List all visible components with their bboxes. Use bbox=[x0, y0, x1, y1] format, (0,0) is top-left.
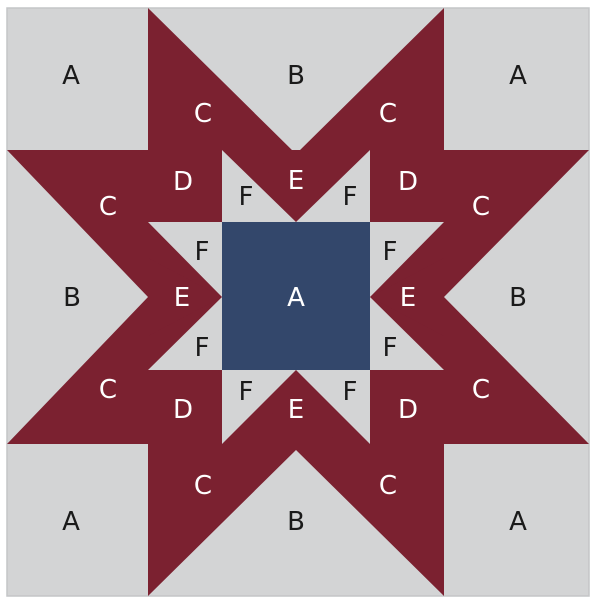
label-d-top-right: D bbox=[398, 167, 418, 197]
label-e-right: E bbox=[400, 283, 416, 313]
label-f-right-lower: F bbox=[383, 333, 398, 363]
label-d-bottom-left: D bbox=[173, 395, 193, 425]
label-c-top-left: C bbox=[194, 99, 212, 129]
label-a-bottom-right: A bbox=[509, 507, 527, 537]
label-c-right-upper: C bbox=[472, 192, 490, 222]
label-b-bottom: B bbox=[287, 507, 305, 537]
label-d-bottom-right: D bbox=[398, 395, 418, 425]
label-b-top: B bbox=[287, 61, 305, 91]
label-f-bottom-right: F bbox=[343, 377, 358, 407]
label-c-left-lower: C bbox=[99, 375, 117, 405]
label-c-top-right: C bbox=[379, 99, 397, 129]
label-b-left: B bbox=[63, 283, 81, 313]
label-e-left: E bbox=[174, 283, 190, 313]
label-c-bottom-left: C bbox=[194, 471, 212, 501]
label-f-left-upper: F bbox=[195, 237, 210, 267]
label-f-right-upper: F bbox=[383, 237, 398, 267]
label-f-bottom-left: F bbox=[239, 377, 254, 407]
label-a-top-left: A bbox=[62, 61, 80, 91]
label-f-left-lower: F bbox=[195, 333, 210, 363]
label-a-center: A bbox=[287, 283, 305, 313]
label-f-top-left: F bbox=[239, 182, 254, 212]
label-a-top-right: A bbox=[509, 61, 527, 91]
label-c-right-lower: C bbox=[472, 375, 490, 405]
label-b-right: B bbox=[509, 283, 527, 313]
label-f-top-right: F bbox=[343, 182, 358, 212]
label-d-top-left: D bbox=[173, 167, 193, 197]
label-e-bottom: E bbox=[288, 395, 304, 425]
label-c-bottom-right: C bbox=[379, 471, 397, 501]
label-e-top: E bbox=[288, 166, 304, 196]
label-a-bottom-left: A bbox=[62, 507, 80, 537]
label-c-left-upper: C bbox=[99, 192, 117, 222]
